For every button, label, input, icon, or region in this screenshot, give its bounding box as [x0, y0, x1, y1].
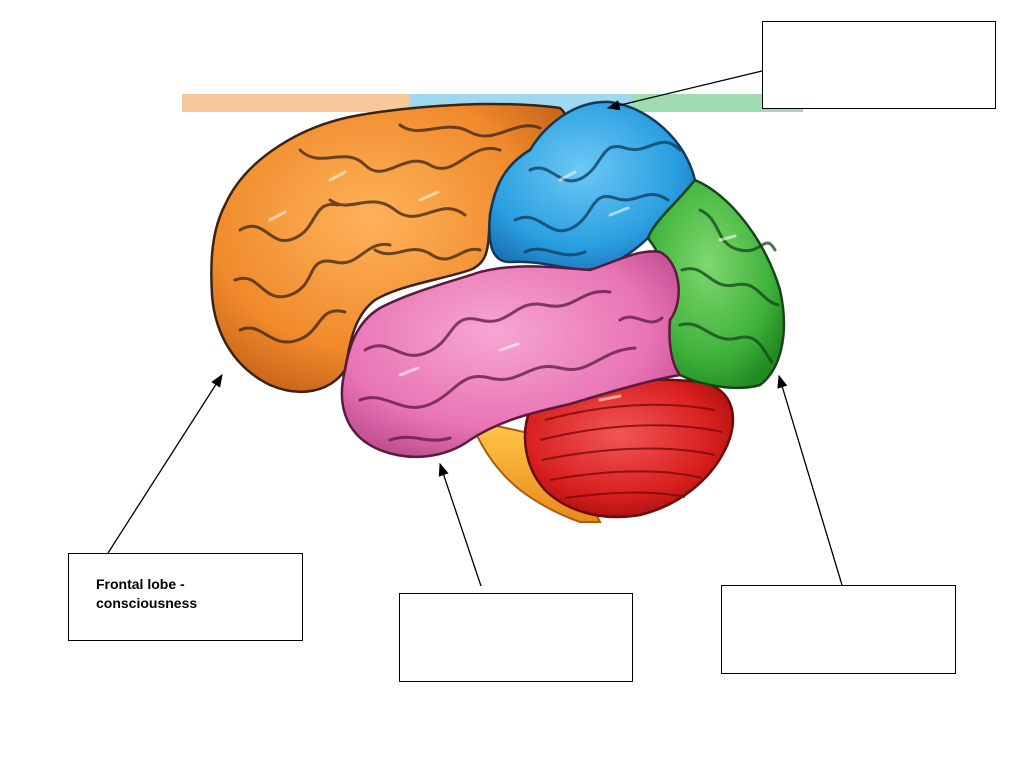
frontal-lobe	[210, 102, 567, 393]
brain-folds	[233, 123, 780, 442]
label-box-temporal[interactable]	[399, 593, 633, 682]
cerebellum-folds	[539, 403, 723, 499]
label-text-frontal: Frontal lobe - consciousness	[96, 576, 198, 611]
occipital-lobe	[646, 178, 786, 390]
label-box-parietal[interactable]	[762, 21, 996, 109]
brain-highlights	[268, 170, 737, 402]
label-box-frontal[interactable]: Frontal lobe - consciousness	[68, 553, 303, 641]
label-box-occipital[interactable]	[721, 585, 956, 674]
color-band-orange	[182, 94, 409, 112]
